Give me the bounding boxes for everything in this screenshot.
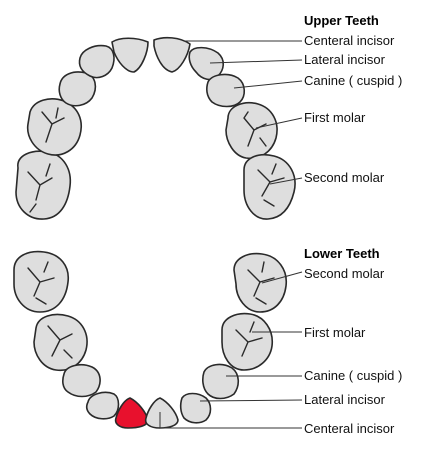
upper-lateral-incisor-label: Lateral incisor	[304, 52, 386, 67]
upper-left-second-molar	[15, 150, 72, 220]
upper-left-central-incisor	[111, 37, 149, 73]
upper-first-molar-label: First molar	[304, 110, 366, 125]
upper-lateral-leader	[209, 59, 303, 64]
lower-right-central-incisor	[144, 397, 179, 429]
upper-right-canine	[206, 73, 246, 108]
upper-right-central-incisor	[153, 36, 191, 73]
upper-left-lateral-incisor	[78, 44, 115, 79]
lower-lateral-leader	[199, 399, 303, 402]
lower-left-lateral-incisor	[85, 391, 120, 420]
upper-second-molar-leader	[269, 177, 303, 185]
lower-right-lateral-incisor	[179, 392, 212, 424]
upper-canine-leader	[233, 80, 303, 89]
lower-left-first-molar	[33, 313, 88, 372]
upper-left-first-molar	[26, 98, 82, 156]
upper-left-canine	[58, 71, 97, 107]
upper-first-molar-leader	[255, 117, 303, 129]
lower-right-canine	[202, 363, 240, 400]
lower-central-incisor-label: Centeral incisor	[304, 421, 395, 436]
upper-teeth-title: Upper Teeth	[304, 13, 379, 28]
upper-right-second-molar	[243, 154, 296, 220]
upper-leader-lines	[184, 40, 303, 185]
upper-canine-label: Canine ( cuspid )	[304, 73, 402, 88]
lower-left-canine	[62, 364, 101, 398]
lower-left-central-incisor-highlighted	[114, 397, 149, 429]
upper-central-incisor-label: Centeral incisor	[304, 33, 395, 48]
lower-second-molar-label: Second molar	[304, 266, 385, 281]
lower-leader-lines	[159, 271, 303, 429]
lower-teeth-title: Lower Teeth	[304, 246, 380, 261]
lower-canine-label: Canine ( cuspid )	[304, 368, 402, 383]
lower-arch	[13, 250, 287, 429]
upper-second-molar-label: Second molar	[304, 170, 385, 185]
upper-arch	[15, 36, 296, 220]
lower-lateral-incisor-label: Lateral incisor	[304, 392, 386, 407]
lower-first-molar-label: First molar	[304, 325, 366, 340]
upper-right-first-molar	[225, 102, 278, 160]
lower-second-molar-leader	[261, 271, 303, 284]
